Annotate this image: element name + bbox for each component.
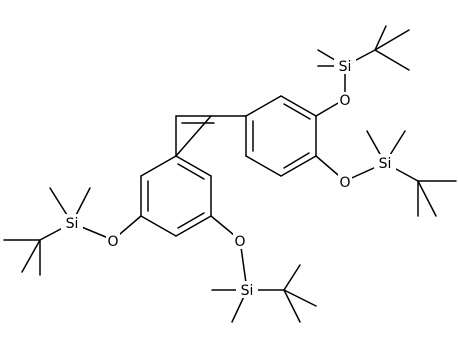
tbs-group-bottom [210,215,317,323]
o-atom-top-right: O [339,93,350,109]
tbs-group-mid-right [315,130,457,217]
vinylene-bridge [175,115,247,157]
si-atom-bottom: Si [241,283,254,299]
right-benzene-ring [245,95,317,177]
si-atom-top-right: Si [339,59,352,75]
si-atom-left: Si [66,216,79,232]
tbs-group-top-right [315,25,410,117]
left-benzene-ring [140,155,212,237]
o-atom-bottom: O [234,234,245,250]
si-atom-mid-right: Si [379,156,392,172]
o-atom-mid-right: O [339,175,350,191]
o-atom-left: O [107,234,118,250]
